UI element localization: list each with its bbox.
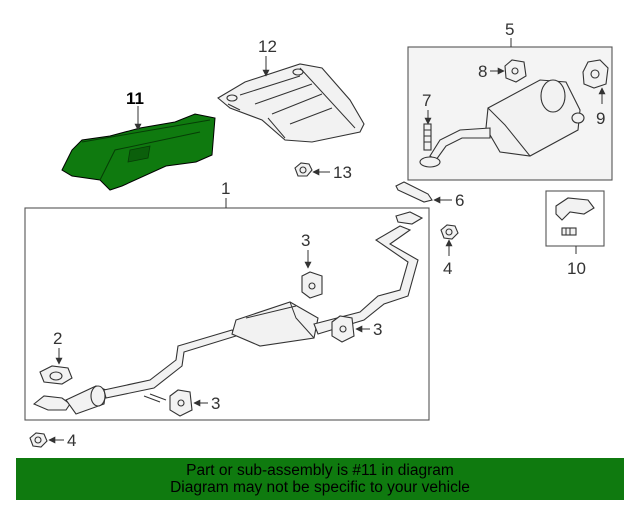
part-2-gasket[interactable] — [39, 365, 73, 385]
callout-9: 9 — [596, 109, 605, 128]
part-9-hanger[interactable] — [582, 59, 609, 89]
callout-7: 7 — [422, 91, 431, 110]
callout-1: 1 — [221, 179, 230, 198]
part-7-bolt[interactable] — [423, 123, 432, 151]
part-6-gasket[interactable] — [395, 181, 433, 203]
part-4-nut-left[interactable] — [29, 432, 48, 448]
part-11-heat-shield[interactable] — [61, 113, 216, 191]
callout-12: 12 — [258, 37, 277, 56]
callout-3a: 3 — [301, 231, 310, 250]
part-muffler[interactable] — [419, 79, 585, 168]
part-10-hanger[interactable] — [555, 197, 595, 236]
callout-8: 8 — [478, 62, 487, 81]
callout-11: 11 — [126, 89, 144, 108]
callout-5: 5 — [505, 20, 514, 39]
part-3-hanger-middle[interactable] — [331, 315, 355, 343]
callout-4b: 4 — [443, 259, 452, 278]
info-banner: Part or sub-assembly is #11 in diagram D… — [16, 458, 624, 500]
part-1-exhaust-pipe[interactable] — [32, 211, 424, 415]
part-4-nut-right[interactable] — [440, 224, 459, 240]
part-3-hanger-top[interactable] — [301, 271, 323, 299]
callout-2: 2 — [53, 329, 62, 348]
banner-line-2: Diagram may not be specific to your vehi… — [170, 479, 470, 496]
callout-6: 6 — [455, 191, 464, 210]
part-12-heat-shield[interactable] — [217, 63, 365, 143]
banner-line-1: Part or sub-assembly is #11 in diagram — [186, 462, 454, 479]
part-8-hanger[interactable] — [504, 59, 527, 83]
callout-3c: 3 — [211, 394, 220, 413]
callout-3b: 3 — [373, 320, 382, 339]
callout-13: 13 — [333, 163, 352, 182]
callout-10: 10 — [567, 259, 586, 278]
part-3-hanger-bottom[interactable] — [169, 389, 193, 417]
exhaust-system-diagram: 11 12 13 5 7 8 9 — [24, 20, 613, 450]
callout-4a: 4 — [67, 431, 76, 450]
part-13-nut[interactable] — [294, 162, 313, 177]
